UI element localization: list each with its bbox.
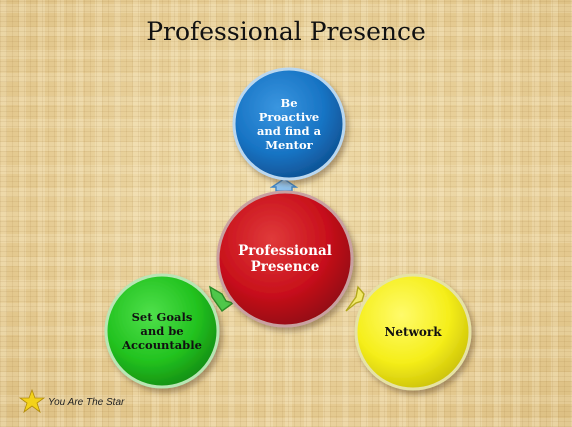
node-left-circle xyxy=(104,273,220,389)
node-top-label: Be Proactive and find a Mentor xyxy=(256,95,322,153)
node-center-circle xyxy=(216,190,354,328)
node-right-circle xyxy=(354,273,472,391)
node-top-circle xyxy=(232,67,346,181)
node-center-label: Professional Presence xyxy=(238,242,332,275)
slide-title: Professional Presence xyxy=(146,17,426,46)
footer: You Are The Star xyxy=(20,391,124,413)
connector-top-arrow xyxy=(269,178,299,192)
node-right-label: Network xyxy=(384,324,442,339)
star-icon xyxy=(18,388,46,414)
node-left-label: Set Goals and be Accountable xyxy=(122,309,202,352)
connector-right-arrow xyxy=(345,285,365,312)
footer-text: You Are The Star xyxy=(48,396,125,408)
footer-star-spacer xyxy=(20,391,45,413)
